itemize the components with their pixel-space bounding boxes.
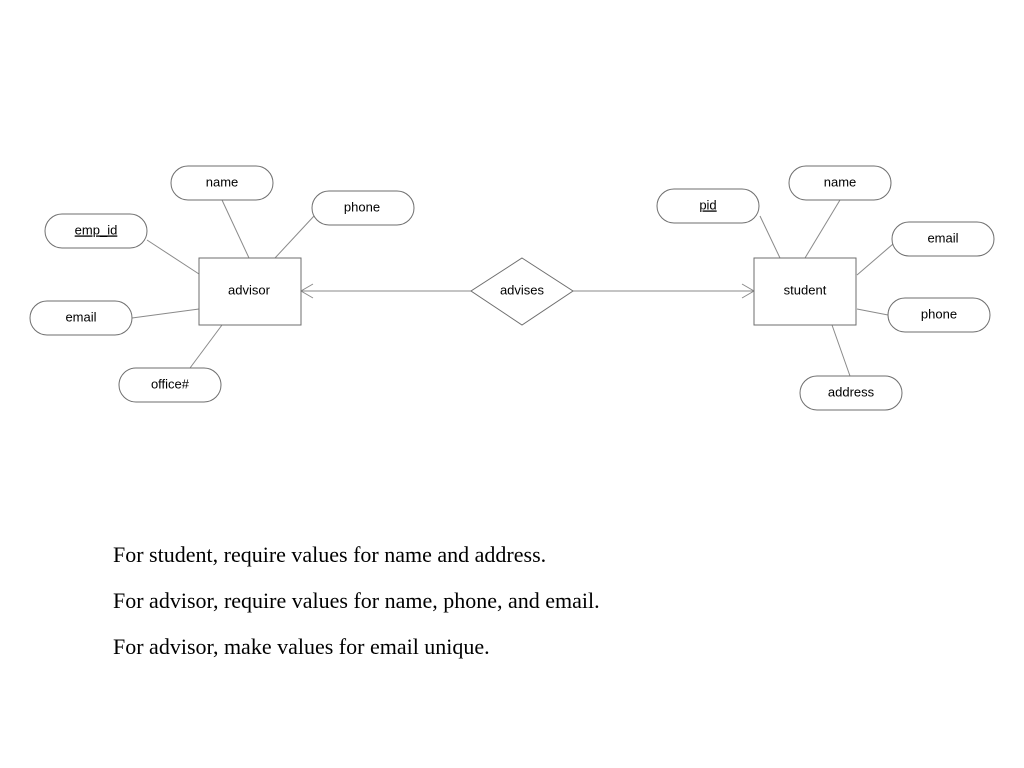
advisor-email-connector <box>131 308 200 319</box>
student-name-label: name <box>824 174 857 189</box>
student-entity: student <box>753 257 857 326</box>
advises-relationship-label: advises <box>500 282 545 297</box>
advisor-office-label: office# <box>151 376 190 391</box>
student-address-label: address <box>828 384 875 399</box>
student-pid-connector <box>759 215 781 259</box>
advisor-empid-label: emp_id <box>75 222 118 237</box>
advisor-empid-connector <box>146 239 200 275</box>
constraint-notes: For student, require values for name and… <box>113 543 973 681</box>
connectors <box>131 199 894 377</box>
advisor-entity-label: advisor <box>228 282 271 297</box>
student-email-label: email <box>927 230 958 245</box>
advisor-name-connector <box>221 199 250 259</box>
advisor-email-label: email <box>65 309 96 324</box>
student-pid-label: pid <box>699 197 716 212</box>
advisor-office-connector <box>189 324 223 369</box>
advisor-phone-connector <box>274 215 315 259</box>
student-phone-attribute: phone <box>887 297 991 333</box>
advisor-empid-attribute: emp_id <box>44 213 148 249</box>
student-name-attribute: name <box>788 165 892 201</box>
advisor-name-attribute: name <box>170 165 274 201</box>
student-entity-label: student <box>784 282 827 297</box>
advisor-email-attribute: email <box>29 300 133 336</box>
advisor-office-attribute: office# <box>118 367 222 403</box>
student-phone-label: phone <box>921 306 957 321</box>
advisor-entity: advisor <box>198 257 302 326</box>
student-pid-attribute: pid <box>656 188 760 224</box>
advisor-phone-attribute: phone <box>311 190 415 226</box>
note-advisor-unique: For advisor, make values for email uniqu… <box>113 634 490 659</box>
student-phone-connector <box>856 308 889 316</box>
student-name-connector <box>804 199 841 259</box>
advisor-name-label: name <box>206 174 239 189</box>
advises-relationship: advises <box>470 257 574 326</box>
advisor-phone-label: phone <box>344 199 380 214</box>
note-advisor-required: For advisor, require values for name, ph… <box>113 588 600 613</box>
note-student-required: For student, require values for name and… <box>113 542 547 567</box>
student-address-attribute: address <box>799 375 903 411</box>
student-email-connector <box>856 243 894 276</box>
student-address-connector <box>831 324 851 377</box>
student-email-attribute: email <box>891 221 995 257</box>
